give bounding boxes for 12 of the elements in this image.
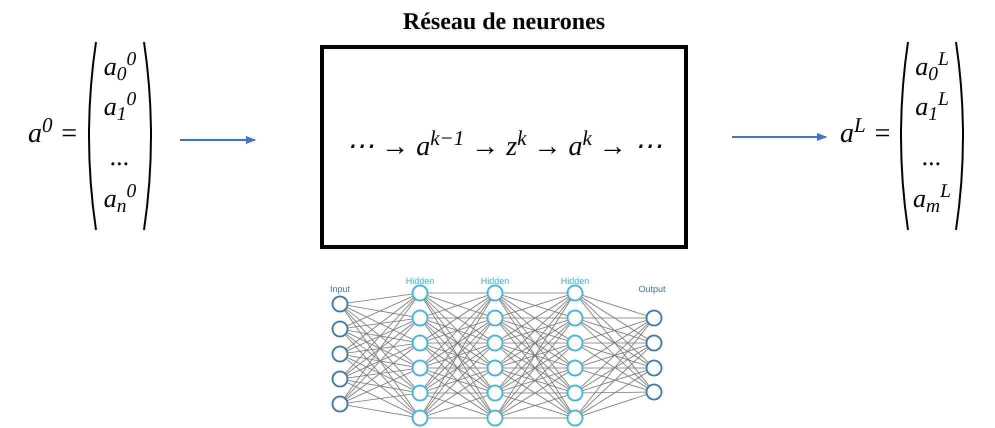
layer-label: Input xyxy=(330,285,350,294)
equation-lhs: a$^{L}$ = xyxy=(840,120,892,148)
arrow xyxy=(180,136,256,144)
equation-lhs: a$^{0}$ = xyxy=(28,120,78,148)
layer-label: Output xyxy=(638,285,666,294)
vector-entry: ... xyxy=(921,144,943,170)
box-title: Réseau de neurones xyxy=(402,8,606,37)
arrow xyxy=(732,133,827,141)
layer-label: Hidden xyxy=(406,277,434,286)
layer-label: Hidden xyxy=(480,277,510,286)
vector-entry: ... xyxy=(109,144,131,170)
layer-label: Hidden xyxy=(560,277,590,286)
